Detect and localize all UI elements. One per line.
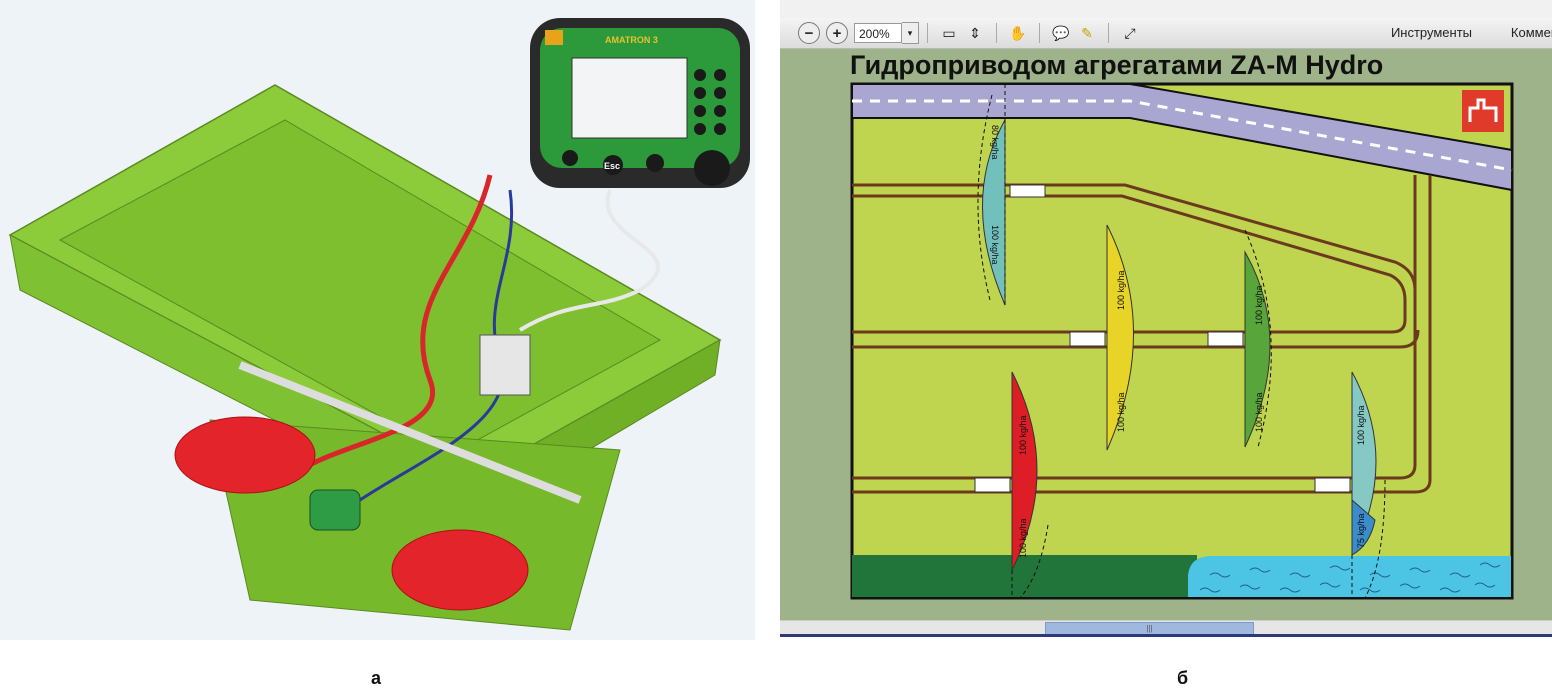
fit-width-icon[interactable]: ⇕ [969, 24, 981, 41]
viewer-toolbar: − + 200% ▾ ▭ ⇕ ✋ 💬 ✎ ⤢ Инструменты Комме… [780, 18, 1552, 49]
caption-a: а [371, 668, 382, 688]
rate-label: 100 kg/ha [1018, 415, 1028, 455]
terminal-esc-key: Esc [604, 161, 620, 171]
spreading-disc-left [174, 416, 316, 494]
horizontal-scrollbar[interactable]: ||| [780, 620, 1552, 635]
rate-label: 75 kg/ha [1356, 513, 1366, 548]
tramlines [852, 175, 1432, 494]
document-title: Гидроприводом агрегатами ZA-M Hydro [850, 50, 1384, 80]
rate-label: 100 kg/ha [1254, 392, 1264, 432]
zoom-dropdown-button[interactable]: ▾ [902, 22, 919, 44]
fullscreen-icon[interactable]: ⤢ [1124, 24, 1136, 41]
spread-fan-blue [1351, 498, 1376, 556]
spreading-disc-right [391, 529, 529, 611]
valve-block [479, 334, 531, 396]
spreader-illustration-panel: AMATRON 3 Esc [0, 0, 755, 640]
zoom-out-button[interactable]: − [798, 22, 820, 44]
zoom-in-button[interactable]: + [826, 22, 848, 44]
amatron-terminal: AMATRON 3 Esc [530, 18, 750, 188]
tractors [974, 184, 1351, 493]
rate-label: 100 kg/ha [1116, 270, 1126, 310]
road [851, 83, 1513, 192]
rate-label: 100 kg/ha [1254, 285, 1264, 325]
spread-boundary-dashed [977, 84, 1386, 599]
toolbar-divider [927, 23, 928, 43]
toolbar-divider [996, 23, 997, 43]
meadow [852, 555, 1197, 597]
comments-menu[interactable]: Коммен [1510, 25, 1552, 40]
spread-fan-teal [982, 118, 1006, 306]
hand-tool-icon[interactable]: ✋ [1009, 24, 1027, 41]
tools-menu[interactable]: Инструменты [1390, 25, 1472, 40]
taskbar-edge [780, 634, 1552, 637]
amazone-logo [1462, 90, 1504, 132]
highlight-text-icon[interactable]: ✎ [1081, 24, 1093, 41]
water-waves [1199, 562, 1501, 593]
comment-icon[interactable]: 💬 [1052, 24, 1070, 41]
rate-label: 100 kg/ha [1356, 405, 1366, 445]
window-top-strip [780, 0, 1552, 18]
rate-label: 100 kg/ha [1116, 392, 1126, 432]
control-cable [518, 189, 660, 332]
hydraulic-motor [309, 489, 361, 531]
pdf-viewer-panel: − + 200% ▾ ▭ ⇕ ✋ 💬 ✎ ⤢ Инструменты Комме… [780, 0, 1552, 637]
rate-label: 100 kg/ha [1018, 518, 1028, 558]
water [1188, 556, 1511, 597]
spread-fan-red [1011, 371, 1038, 571]
hydraulic-hose-red [298, 174, 493, 473]
toolbar-divider [1108, 23, 1109, 43]
terminal-brand: AMATRON 3 [605, 35, 658, 45]
caption-b: б [1177, 668, 1189, 688]
spreader-illustration: AMATRON 3 Esc [8, 18, 750, 631]
rate-label: 80 kg/ha [990, 125, 1000, 160]
spread-fan-yellow [1106, 224, 1134, 451]
toolbar-divider [1039, 23, 1040, 43]
field-spreading-diagram: 80 kg/ha 100 kg/ha 100 kg/ha 100 kg/ha 1… [850, 82, 1514, 600]
fit-page-icon[interactable]: ▭ [942, 24, 956, 41]
zoom-level-input[interactable]: 200% [854, 23, 902, 43]
rate-label: 100 kg/ha [990, 225, 1000, 265]
spread-fan-green [1244, 250, 1271, 448]
road-center-line [852, 99, 1513, 172]
drive-shaft [238, 361, 582, 504]
